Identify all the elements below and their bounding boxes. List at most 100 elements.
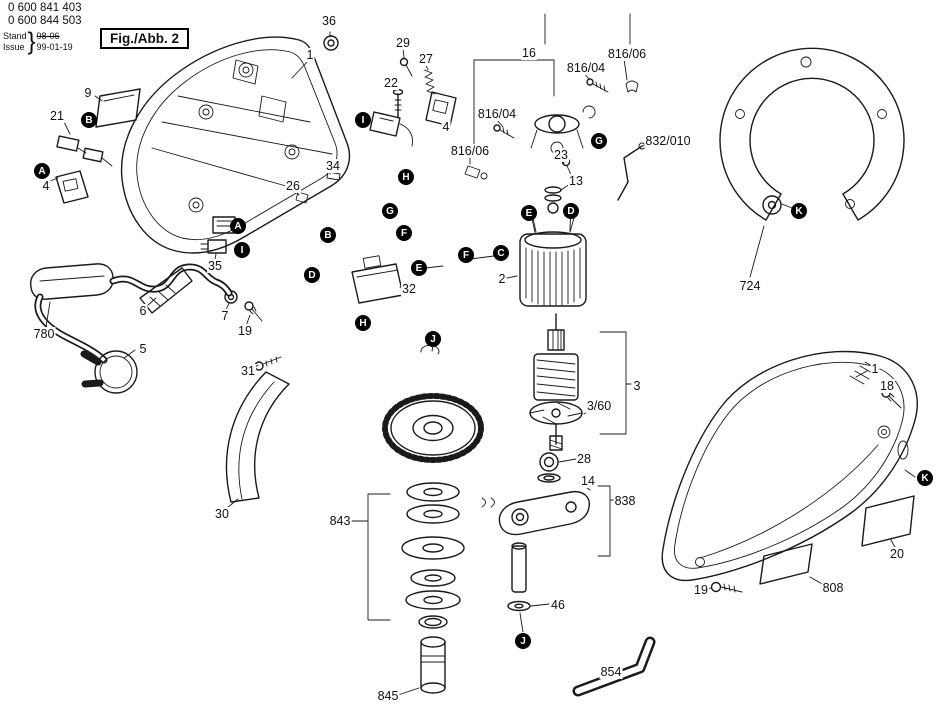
screw-19-left-art: [244, 301, 263, 322]
part-callout-832-010[interactable]: 832/010: [644, 134, 692, 148]
letter-marker-a: A: [230, 218, 246, 234]
letter-marker-c: C: [493, 245, 509, 261]
part-callout-6[interactable]: 6: [138, 304, 148, 318]
part-callout-843[interactable]: 843: [328, 514, 352, 528]
brush-holder-4-left-art: [55, 170, 89, 204]
gear-stack-843-art: [382, 344, 484, 629]
clip-34-art: [326, 171, 341, 181]
part-callout-13[interactable]: 13: [568, 174, 584, 188]
fastener-816-04-top-art: [586, 78, 609, 93]
letter-marker-k: K: [917, 470, 933, 486]
brush-holder-top-art: [369, 111, 413, 147]
part-callout-808[interactable]: 808: [821, 581, 845, 595]
part-callout-724[interactable]: 724: [738, 279, 762, 293]
screw-29-art: [399, 57, 413, 77]
letter-marker-d: D: [304, 267, 320, 283]
blade-guard-30-art: [225, 371, 290, 503]
part-callout-816-04[interactable]: 816/04: [476, 107, 518, 121]
part-callout-19[interactable]: 19: [237, 324, 253, 338]
part-callout-30[interactable]: 30: [214, 507, 230, 521]
part-callout-27[interactable]: 27: [418, 52, 434, 66]
screw-22-art: [392, 88, 404, 119]
part-callout-18[interactable]: 18: [879, 379, 895, 393]
right-housing-art: [661, 350, 918, 582]
connector-35-art: [200, 239, 227, 254]
issue-block: Stand Issue } 98-06 99-01-19: [3, 27, 73, 57]
part-callout-34[interactable]: 34: [325, 159, 341, 173]
part-callout-21[interactable]: 21: [49, 109, 65, 123]
switch-32-art: [351, 255, 404, 304]
part-callout-9[interactable]: 9: [83, 86, 93, 100]
bearing-bracket-art: [530, 105, 596, 155]
letter-marker-e: E: [411, 260, 427, 276]
eccentric-14-art: [498, 490, 590, 612]
letter-marker-i: I: [234, 242, 250, 258]
part-callout-16[interactable]: 16: [521, 46, 537, 60]
issue-date: 99-01-19: [36, 42, 73, 52]
part-callout-46[interactable]: 46: [550, 598, 566, 612]
part-callout-35[interactable]: 35: [207, 259, 223, 273]
part-callout-19[interactable]: 19: [693, 583, 709, 597]
part-callout-14[interactable]: 14: [580, 474, 596, 488]
fastener-816-04-left-art: [493, 124, 515, 139]
part-callout-1[interactable]: 1: [870, 362, 880, 376]
part-callout-23[interactable]: 23: [553, 148, 569, 162]
power-cord-art: [34, 263, 233, 364]
left-housing-art: [120, 36, 351, 254]
part-callout-22[interactable]: 22: [383, 76, 399, 90]
part-callout-4[interactable]: 4: [41, 179, 51, 193]
type-number-2: 0 600 844 503: [8, 15, 82, 28]
type-numbers: 0 600 841 403 0 600 844 503: [8, 2, 82, 28]
terminal-21-art: [56, 135, 113, 167]
part-callout-1[interactable]: 1: [305, 48, 315, 62]
stand-date: 98-06: [36, 30, 60, 41]
letter-marker-g: G: [382, 203, 398, 219]
letter-marker-b: B: [81, 112, 97, 128]
part-callout-29[interactable]: 29: [395, 36, 411, 50]
loop-handle-724-art: [719, 47, 905, 221]
cord-guard-6-art: [139, 267, 193, 314]
washer-36-art: [323, 35, 339, 51]
part-callout-36[interactable]: 36: [321, 14, 337, 28]
part-callout-3-60[interactable]: 3/60: [585, 399, 613, 413]
part-callout-20[interactable]: 20: [889, 547, 905, 561]
part-callout-854[interactable]: 854: [599, 665, 623, 679]
letter-marker-h: H: [355, 315, 371, 331]
allen-key-854-art: [572, 636, 656, 697]
figure-label: Fig./Abb. 2: [100, 28, 189, 49]
letter-marker-j: J: [515, 633, 531, 649]
part-callout-26[interactable]: 26: [285, 179, 301, 193]
cover-9-art: [95, 88, 141, 128]
armature-3-art: [529, 313, 583, 451]
part-callout-845[interactable]: 845: [376, 689, 400, 703]
clip-26-art: [295, 191, 309, 204]
part-callout-780[interactable]: 780: [32, 327, 56, 341]
letter-marker-a: A: [34, 163, 50, 179]
part-callout-4[interactable]: 4: [441, 120, 451, 134]
letter-marker-f: F: [458, 247, 474, 263]
spring-27-art: [423, 69, 436, 95]
type-number-1: 0 600 841 403: [8, 2, 82, 14]
part-callout-32[interactable]: 32: [401, 282, 417, 296]
part-callout-838[interactable]: 838: [613, 494, 637, 508]
cord-grip-780-art: [29, 263, 114, 300]
part-callout-816-06[interactable]: 816/06: [449, 144, 491, 158]
part-callout-5[interactable]: 5: [138, 342, 148, 356]
part-callout-28[interactable]: 28: [576, 452, 592, 466]
part-callout-2[interactable]: 2: [497, 272, 507, 286]
screw-19-right-art: [710, 581, 743, 593]
washers-13-art: [544, 186, 562, 214]
clip-816-06-left-art: [464, 165, 488, 180]
bearing-28-art: [537, 452, 561, 483]
part-callout-3[interactable]: 3: [632, 379, 642, 393]
plug-5-art: [80, 350, 138, 394]
part-callout-816-04[interactable]: 816/04: [565, 61, 607, 75]
clip-816-06-top-art: [625, 80, 639, 93]
letter-marker-g: G: [591, 133, 607, 149]
part-callout-31[interactable]: 31: [240, 364, 256, 378]
letter-marker-k: K: [791, 203, 807, 219]
part-callout-816-06[interactable]: 816/06: [606, 47, 648, 61]
part-callout-7[interactable]: 7: [220, 309, 230, 323]
